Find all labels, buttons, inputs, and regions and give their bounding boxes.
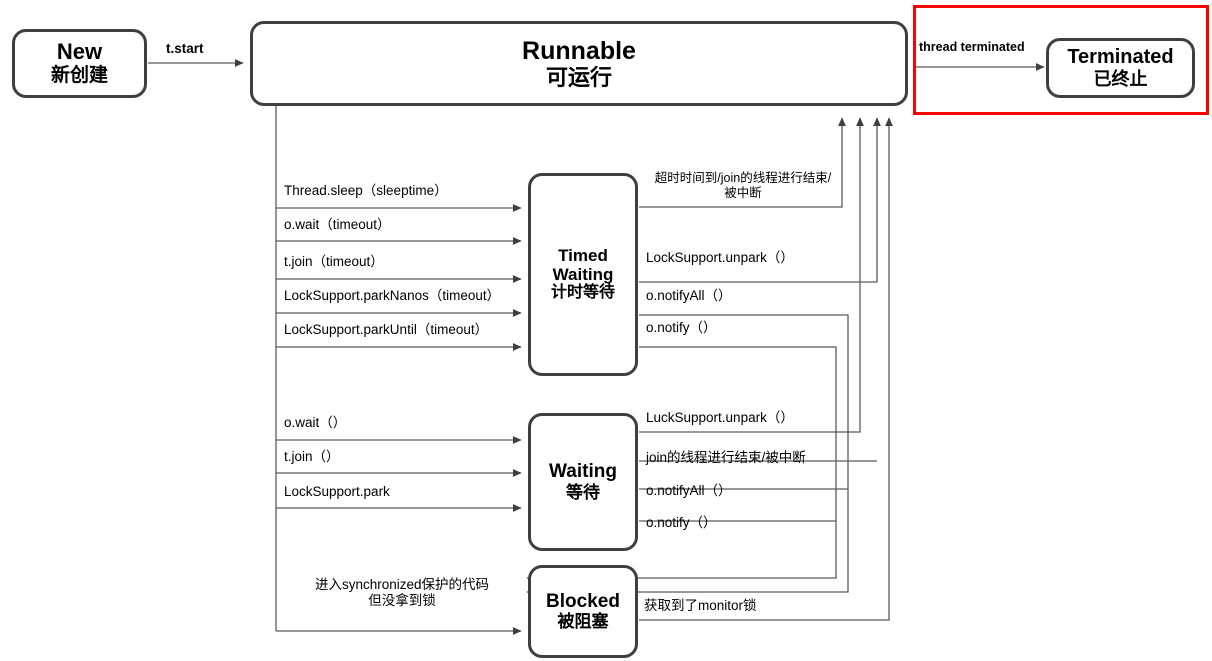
edge-label-parknanos: LockSupport.parkNanos（timeout） [284, 288, 501, 303]
edge-label-enter-synchronized-line1: 进入synchronized保护的代码 [314, 577, 490, 592]
edge-label-locksupport-park: LockSupport.park [284, 484, 390, 499]
edge-label-timeout-join-finished: 超时时间到/join的线程进行结束/ 被中断 [644, 171, 842, 201]
edge-label-parkuntil: LockSupport.parkUntil（timeout） [284, 322, 489, 337]
node-runnable-zh: 可运行 [545, 64, 612, 90]
edge-label-notifyall-waiting: o.notifyAll（） [646, 483, 732, 498]
edge-label-locksupport-unpark: LockSupport.unpark（） [646, 250, 794, 265]
node-timed-waiting-en-line2: Waiting [552, 265, 614, 285]
node-runnable[interactable]: Runnable 可运行 [250, 21, 908, 106]
node-waiting-zh: 等待 [566, 482, 600, 502]
edge-label-o-wait: o.wait（） [284, 415, 347, 430]
node-blocked-zh: 被阻塞 [557, 612, 609, 632]
node-waiting[interactable]: Waiting 等待 [528, 413, 638, 551]
edge-label-enter-synchronized-line2: 但没拿到锁 [368, 593, 436, 609]
edge-label-t-join-timeout: t.join（timeout） [284, 254, 384, 269]
node-terminated[interactable]: Terminated 已终止 [1046, 38, 1195, 98]
edge-label-join-finished: join的线程进行结束/被中断 [646, 450, 806, 465]
edge-label-timeout-join-finished-line1: 超时时间到/join的线程进行结束/ [654, 171, 832, 185]
edge-label-notifyall-timed: o.notifyAll（） [646, 288, 732, 303]
node-timed-waiting-en-line1: Timed [558, 246, 608, 266]
node-runnable-en: Runnable [522, 36, 636, 65]
edge-label-start: t.start [166, 41, 204, 56]
node-blocked[interactable]: Blocked 被阻塞 [528, 565, 638, 658]
node-timed-waiting-zh: 计时等待 [550, 284, 615, 302]
node-new-en: New [56, 38, 103, 64]
edge-label-t-join: t.join（） [284, 449, 340, 464]
node-terminated-zh: 已终止 [1093, 68, 1148, 89]
terminated-highlight-box [913, 5, 1209, 115]
edge-label-got-monitor-lock: 获取到了monitor锁 [644, 598, 757, 613]
edge-label-thread-sleep: Thread.sleep（sleeptime） [284, 183, 448, 198]
edge-label-o-wait-timeout: o.wait（timeout） [284, 217, 391, 232]
node-waiting-en: Waiting [549, 461, 617, 483]
node-new[interactable]: New 新创建 [12, 29, 147, 98]
edge-label-thread-terminated: thread terminated [919, 40, 1025, 54]
node-timed-waiting[interactable]: Timed Waiting 计时等待 [528, 173, 638, 376]
edge-label-timeout-join-finished-line2: 被中断 [724, 186, 762, 200]
node-blocked-en: Blocked [546, 590, 620, 612]
edge-label-notify-timed: o.notify（） [646, 320, 717, 335]
node-new-zh: 新创建 [50, 64, 108, 86]
edge-label-lucksupport-unpark: LuckSupport.unpark（） [646, 410, 794, 425]
edge-label-enter-synchronized: 进入synchronized保护的代码 但没拿到锁 [282, 577, 522, 609]
node-terminated-en: Terminated [1067, 46, 1174, 69]
edge-label-notify-waiting: o.notify（） [646, 515, 717, 530]
